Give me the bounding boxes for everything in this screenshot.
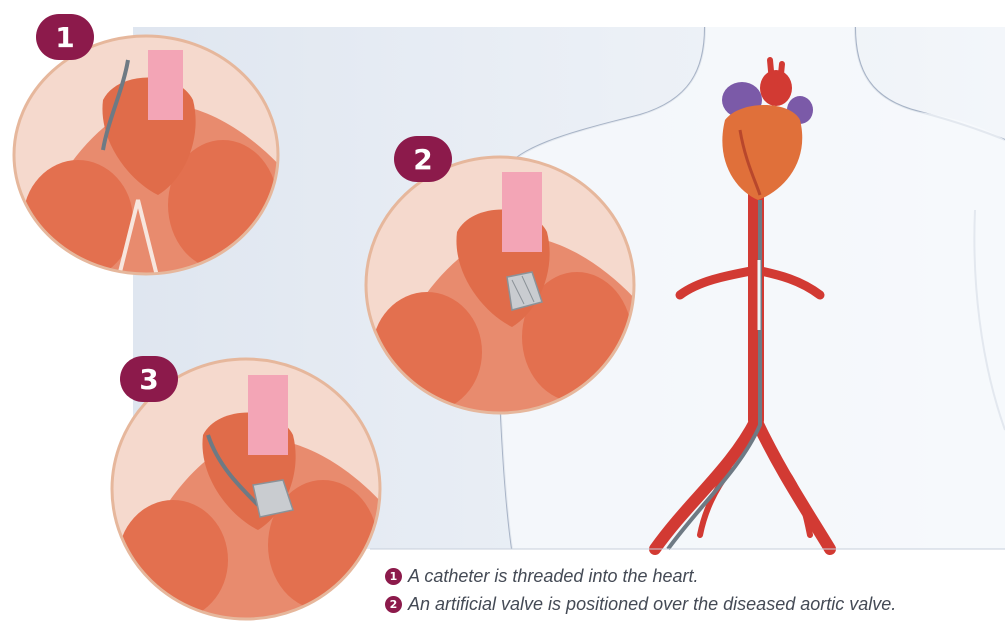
caption-text-1: A catheter is threaded into the heart. — [408, 566, 699, 587]
captions: 1 A catheter is threaded into the heart.… — [385, 562, 1005, 618]
step-badge-2: 2 — [394, 136, 452, 182]
caption-2: 2 An artificial valve is positioned over… — [385, 590, 1005, 618]
step-badge-1: 1 — [36, 14, 94, 60]
caption-number-1: 1 — [385, 568, 402, 585]
caption-text-2: An artificial valve is positioned over t… — [408, 594, 896, 615]
inset-step-2 — [362, 152, 638, 418]
caption-1: 1 A catheter is threaded into the heart. — [385, 562, 1005, 590]
step-badge-3: 3 — [120, 356, 178, 402]
inset-step-1 — [8, 30, 284, 280]
caption-number-2: 2 — [385, 596, 402, 613]
